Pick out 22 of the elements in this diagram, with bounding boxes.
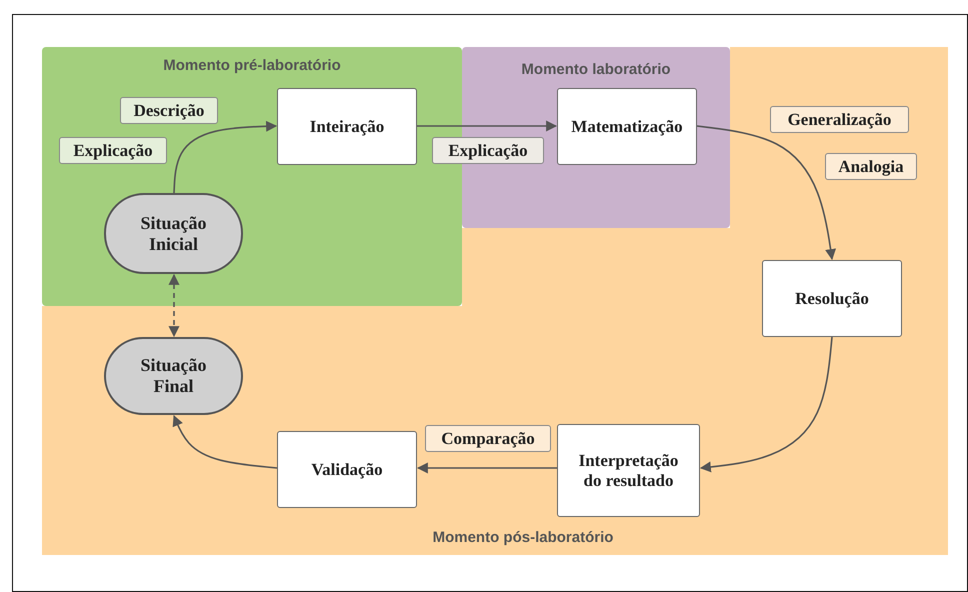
process-box: Validação: [277, 431, 417, 508]
stage-tag: Generalização: [770, 106, 909, 133]
phase-title: Momento pré-laboratório: [162, 57, 342, 74]
stage-tag: Analogia: [825, 153, 917, 180]
dashed-arrow: [168, 274, 180, 338]
stage-tag: Comparação: [425, 425, 551, 452]
phase-title: Momento laboratório: [520, 61, 672, 78]
arrow: [172, 414, 278, 469]
process-box: Matematização: [557, 88, 697, 165]
arrow: [173, 120, 278, 194]
arrow: [696, 125, 836, 260]
process-box: Inteiração: [277, 88, 417, 165]
state-terminal: Situação Inicial: [104, 193, 243, 274]
stage-tag: Descrição: [120, 97, 218, 124]
phase-title: Momento pós-laboratório: [432, 529, 614, 546]
process-box: Resolução: [762, 260, 902, 337]
arrow: [416, 462, 557, 474]
arrow: [700, 336, 833, 472]
stage-tag: Explicação: [59, 137, 167, 164]
process-box: Interpretação do resultado: [557, 424, 700, 517]
arrow: [417, 120, 558, 132]
stage-tag: Explicação: [432, 137, 544, 164]
